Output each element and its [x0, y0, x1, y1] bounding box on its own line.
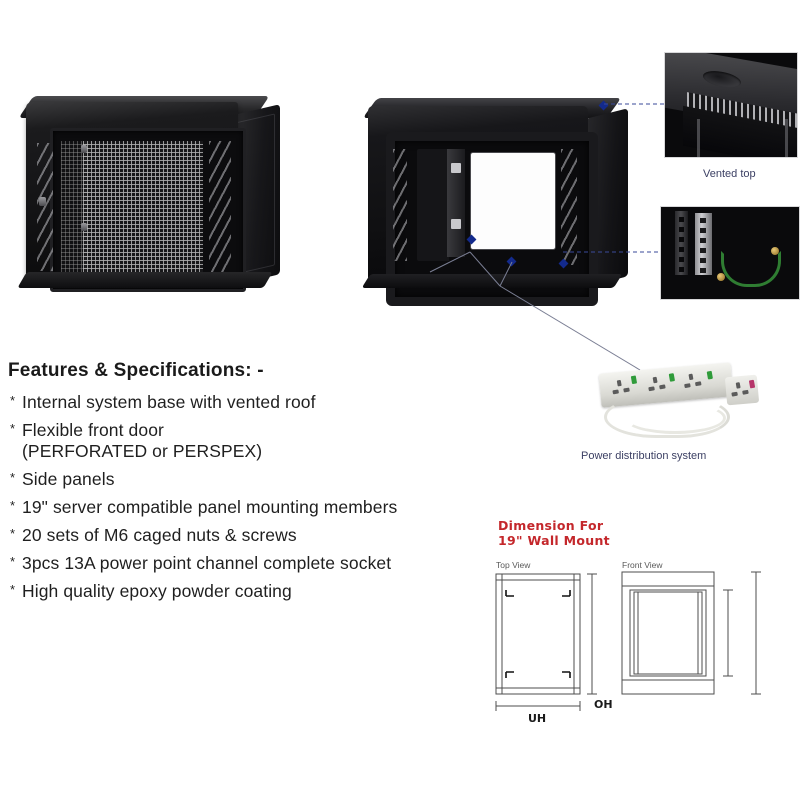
- feature-text: 19" server compatible panel mounting mem…: [22, 497, 398, 517]
- feature-text: Side panels: [22, 469, 115, 489]
- door-mesh: [83, 141, 203, 273]
- bullet-glyph: *: [10, 582, 16, 597]
- bullet-glyph: *: [10, 498, 16, 513]
- dimension-diagram: Dimension For 19" Wall Mount Top View Fr…: [484, 518, 800, 738]
- door-lock: [81, 223, 87, 231]
- features-list: * Internal system base with vented roof …: [10, 392, 430, 609]
- cabinet-body: [26, 102, 246, 292]
- feature-item: * Flexible front door (PERFORATED or PER…: [10, 420, 430, 462]
- power-distribution-photo: [578, 362, 768, 438]
- power-cord-loop-inner: [624, 402, 726, 434]
- bullet-glyph: *: [10, 526, 16, 541]
- panel-mounting-member: [447, 149, 465, 257]
- inset-vented-top: [664, 52, 798, 158]
- socket-outlet-1: [609, 376, 634, 400]
- feature-text: High quality epoxy powder coating: [22, 581, 292, 601]
- feature-text: Flexible front door (PERFORATED or PERSP…: [22, 420, 263, 461]
- feature-text: 3pcs 13A power point channel complete so…: [22, 553, 392, 573]
- top-view-label: Top View: [496, 560, 531, 570]
- earth-bonding-cable: [721, 251, 781, 287]
- left-vent-slots: [37, 143, 53, 271]
- dimension-title-line1: Dimension For: [498, 518, 604, 533]
- neon-indicator-2: [668, 373, 676, 382]
- door-latch-top: [39, 197, 46, 206]
- feature-item: * 20 sets of M6 caged nuts & screws: [10, 525, 430, 546]
- bullet-glyph: *: [10, 470, 16, 485]
- dimension-label-uh: UH: [528, 712, 547, 725]
- bullet-glyph: *: [10, 393, 16, 408]
- cage-nut-upper: [451, 163, 461, 173]
- neon-indicator-3: [706, 370, 713, 380]
- cutaway-left-vents: [393, 149, 407, 261]
- feature-item: * Internal system base with vented roof: [10, 392, 430, 413]
- feature-item: * High quality epoxy powder coating: [10, 581, 430, 602]
- power-cord-loop-outer: [604, 396, 730, 438]
- dimension-title-line2: 19" Wall Mount: [498, 533, 610, 548]
- dimension-diagram-title: Dimension For 19" Wall Mount: [498, 518, 610, 548]
- earth-lug-right: [771, 247, 779, 255]
- feature-item: * 19" server compatible panel mounting m…: [10, 497, 430, 518]
- socket-outlet-2: [644, 373, 669, 397]
- feature-text: Internal system base with vented roof: [22, 392, 316, 412]
- cutaway-right-vents: [561, 149, 577, 265]
- perforated-front-door: [37, 128, 246, 292]
- neon-indicator-4: [748, 379, 756, 389]
- power-strip-plug-end: [724, 374, 760, 406]
- bullet-glyph: *: [10, 554, 16, 569]
- front-view-label: Front View: [622, 560, 663, 570]
- feature-item: * Side panels: [10, 469, 430, 490]
- neon-indicator-1: [630, 375, 638, 385]
- cabinet-base: [17, 272, 273, 288]
- mounting-rail-light: [695, 213, 712, 275]
- inset-earth-bonding: [660, 206, 800, 300]
- power-distribution-caption: Power distribution system: [581, 450, 707, 462]
- cutaway-body: [368, 106, 598, 306]
- cabinet-interior-opening: [471, 153, 555, 249]
- cutaway-product-photo: [360, 88, 630, 306]
- feature-item: * 3pcs 13A power point channel complete …: [10, 553, 430, 574]
- door-handle: [81, 145, 87, 153]
- vented-top-caption: Vented top: [703, 168, 756, 180]
- main-product-photo: [12, 86, 294, 298]
- inset-corner-edge-left: [697, 119, 700, 157]
- inset-corner-edge-right: [785, 119, 788, 157]
- feature-text: 20 sets of M6 caged nuts & screws: [22, 525, 297, 545]
- mounting-rail-dark: [675, 211, 688, 275]
- cutaway-base: [361, 274, 623, 288]
- cable-entry-knockout: [703, 68, 741, 91]
- earth-lug-left: [717, 273, 725, 281]
- right-vent-slots: [209, 141, 231, 277]
- cutaway-inner-shadow: [417, 149, 449, 261]
- dimension-label-oh: OH: [594, 698, 613, 711]
- dimension-drawing-svg: [495, 571, 761, 711]
- cage-nut-lower: [451, 219, 461, 229]
- features-title: Features & Specifications: -: [8, 360, 264, 381]
- bullet-glyph: *: [10, 421, 16, 436]
- socket-outlet-3: [680, 370, 705, 394]
